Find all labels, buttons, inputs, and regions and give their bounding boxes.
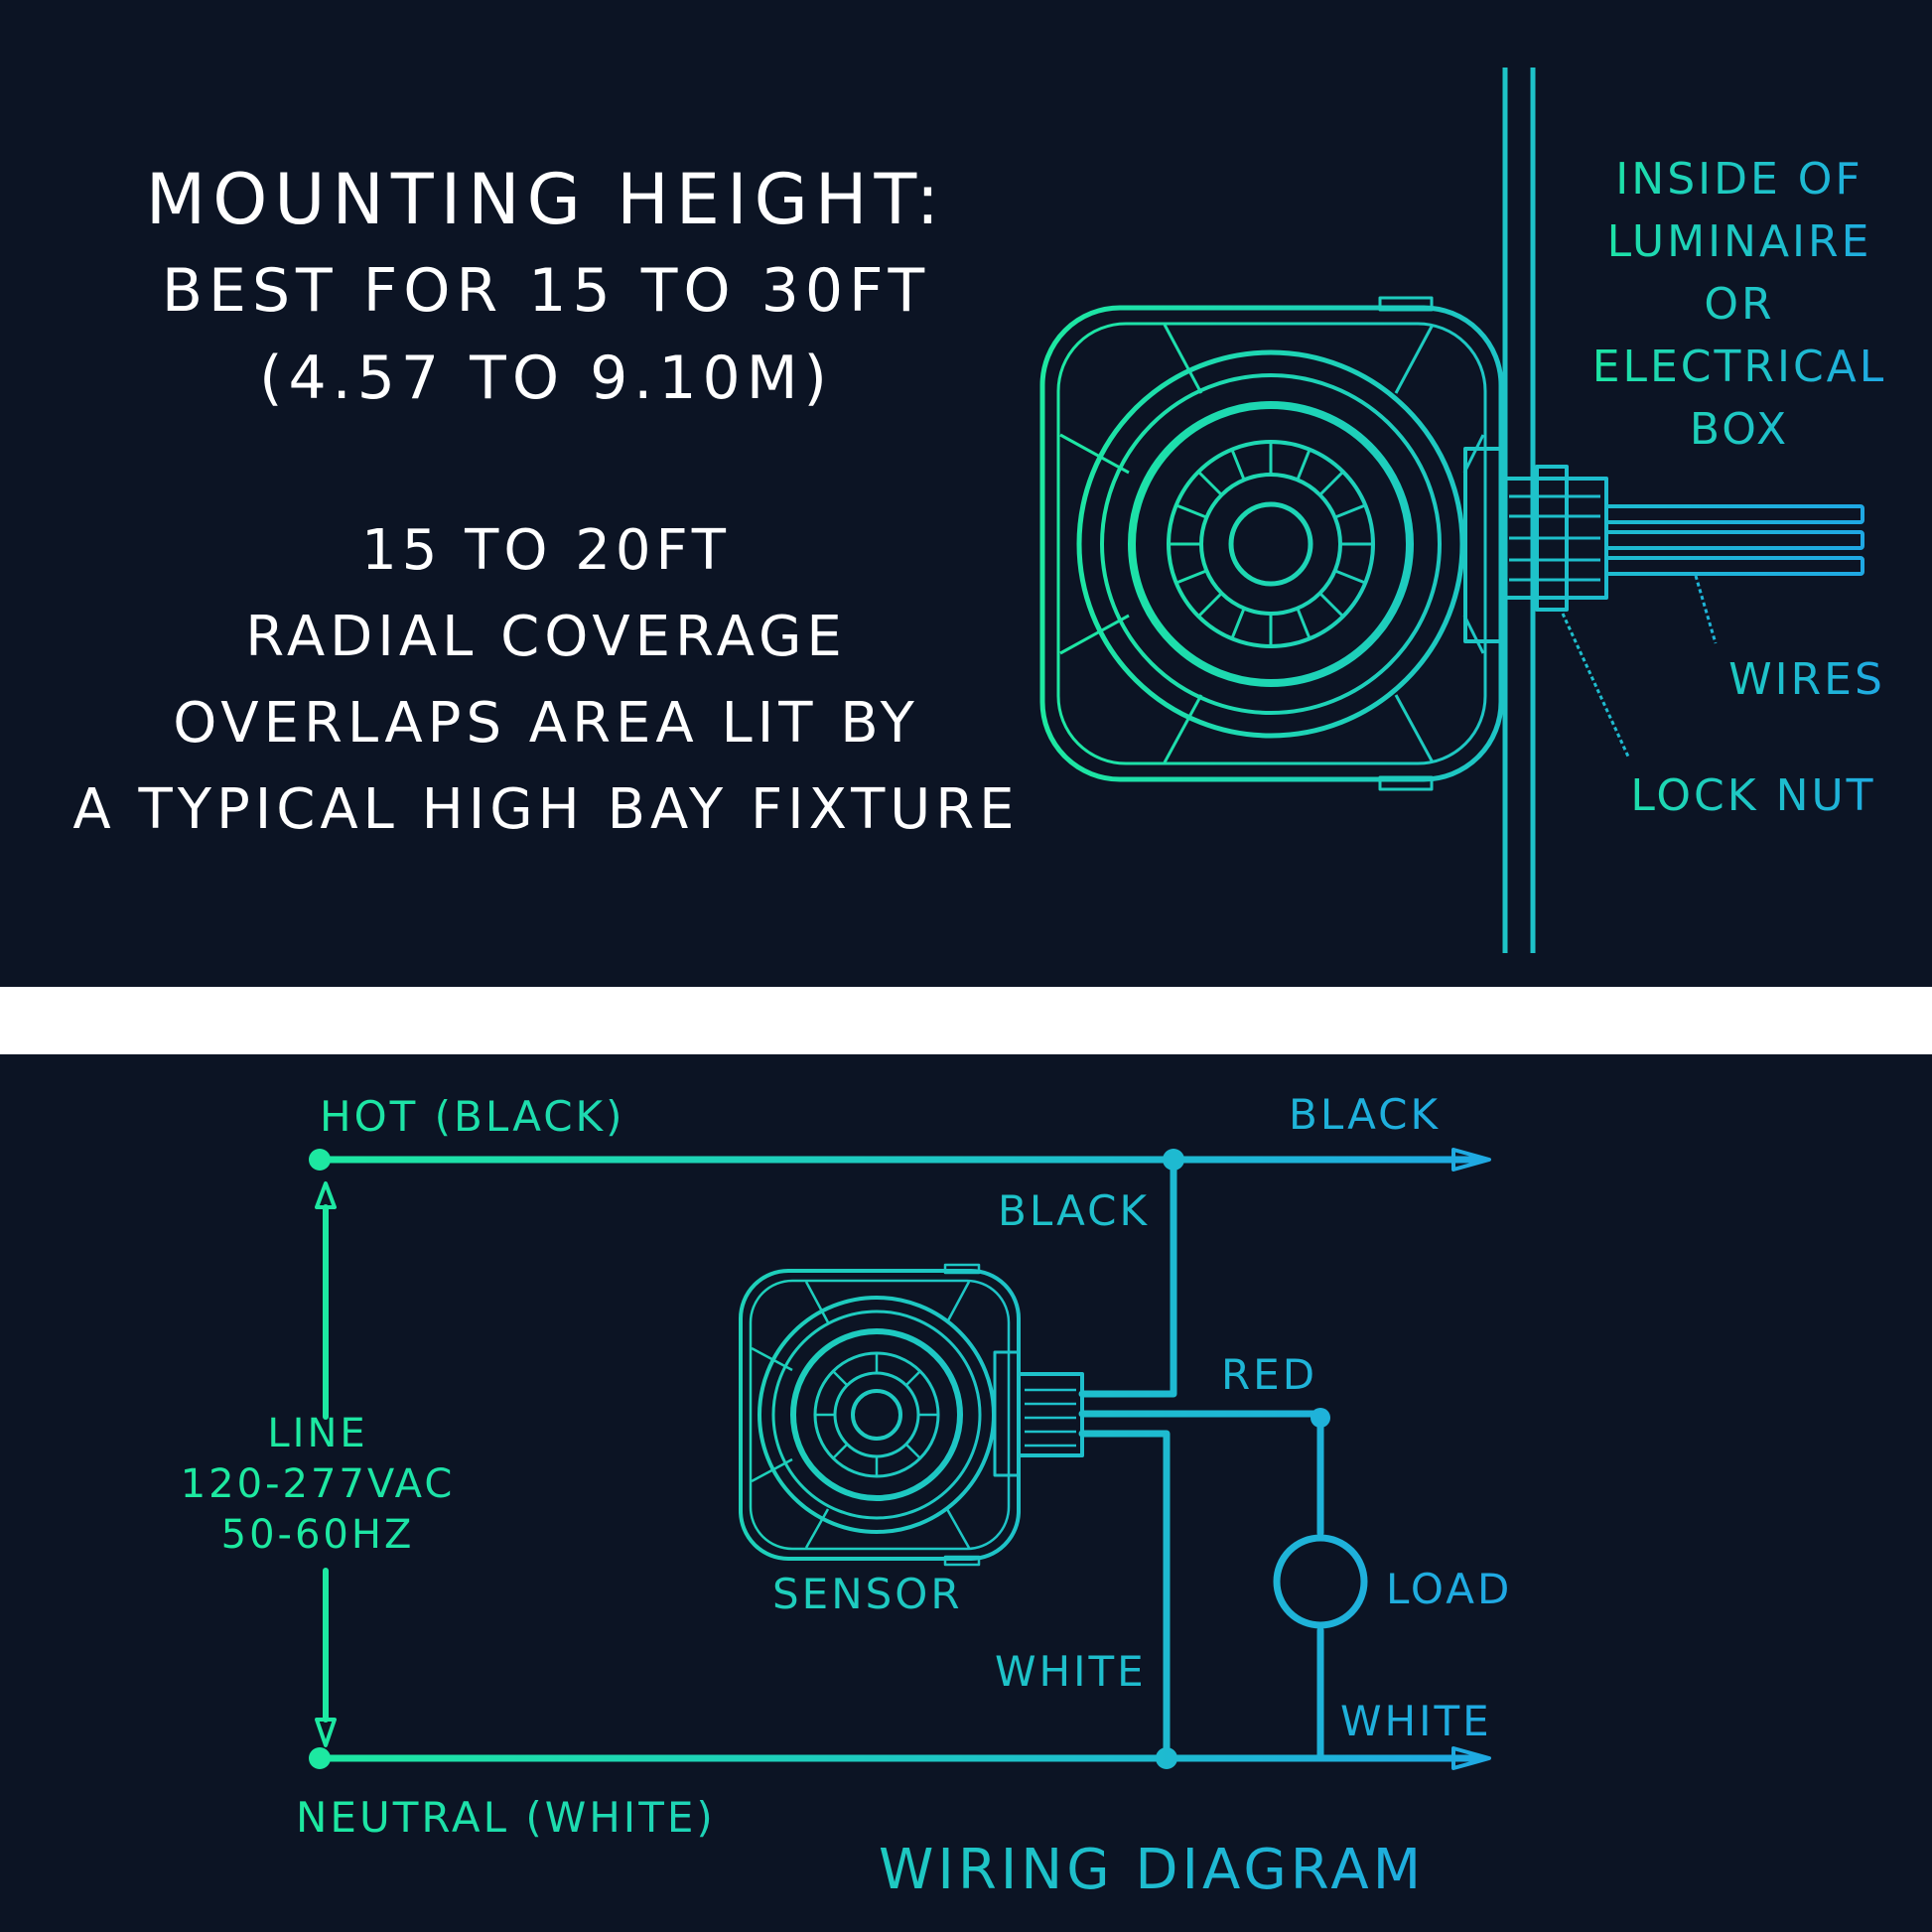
sensor-housing bbox=[1039, 305, 1504, 782]
neutral-junction bbox=[1156, 1747, 1177, 1769]
white-out-arrow bbox=[1451, 1746, 1491, 1770]
inside-label-4: ELECTRICAL bbox=[1592, 342, 1887, 392]
sensor-housing-small bbox=[739, 1269, 1021, 1561]
mounting-diagram: MOUNTING HEIGHT: BEST FOR 15 TO 30FT (4.… bbox=[72, 68, 1887, 953]
coverage-line-1: 15 TO 20FT bbox=[361, 518, 731, 583]
wiring-diagram: HOT (BLACK) NEUTRAL (WHITE) LINE 120-277… bbox=[181, 1090, 1512, 1902]
red-label: RED bbox=[1221, 1350, 1317, 1399]
red-junction bbox=[1311, 1408, 1330, 1428]
white-sensor-label: WHITE bbox=[995, 1647, 1147, 1696]
hot-terminal bbox=[309, 1149, 331, 1171]
lock-nut-label: LOCK NUT bbox=[1630, 770, 1875, 821]
inside-label-1: INSIDE OF bbox=[1615, 154, 1863, 205]
lens-outer-ring bbox=[1076, 349, 1465, 739]
mounting-title: MOUNTING HEIGHT: bbox=[146, 159, 946, 240]
inside-label-3: OR bbox=[1704, 279, 1774, 330]
voltage-label: 120-277VAC bbox=[181, 1461, 456, 1507]
circuit-wires bbox=[316, 1156, 1483, 1762]
wiring-labels: HOT (BLACK) NEUTRAL (WHITE) LINE 120-277… bbox=[181, 1090, 1512, 1902]
black-out-arrow bbox=[1451, 1148, 1491, 1172]
mounting-metric-range: (4.57 TO 9.10M) bbox=[259, 344, 833, 413]
hot-junction bbox=[1163, 1149, 1184, 1171]
mounting-best-range: BEST FOR 15 TO 30FT bbox=[162, 256, 930, 326]
line-label: LINE bbox=[267, 1411, 367, 1456]
sensor-nipple-small bbox=[1017, 1372, 1084, 1457]
coverage-line-2: RADIAL COVERAGE bbox=[245, 605, 847, 669]
sensor-label: SENSOR bbox=[772, 1570, 963, 1618]
sensor-white-wire bbox=[1078, 1430, 1171, 1762]
coverage-line-4: A TYPICAL HIGH BAY FIXTURE bbox=[72, 777, 1019, 842]
white-out-label: WHITE bbox=[1340, 1697, 1492, 1745]
hot-label: HOT (BLACK) bbox=[320, 1092, 624, 1141]
sensor-mounted-drawing bbox=[1039, 68, 1864, 953]
neutral-terminal bbox=[309, 1747, 331, 1769]
wires-label: WIRES bbox=[1728, 654, 1885, 705]
sensor-wires bbox=[1604, 504, 1864, 576]
wiring-diagram-caption: WIRING DIAGRAM bbox=[879, 1838, 1425, 1902]
arrowheads bbox=[315, 1148, 1491, 1770]
load-label: LOAD bbox=[1386, 1565, 1512, 1613]
mounting-panel: MOUNTING HEIGHT: BEST FOR 15 TO 30FT (4.… bbox=[0, 0, 1932, 987]
lock-nut-leader bbox=[1561, 613, 1630, 758]
wiring-panel: HOT (BLACK) NEUTRAL (WHITE) LINE 120-277… bbox=[0, 1054, 1932, 1932]
load-symbol bbox=[1273, 1534, 1368, 1629]
line-arrow-up bbox=[315, 1181, 337, 1209]
wires-leader bbox=[1694, 575, 1718, 644]
mounting-text: MOUNTING HEIGHT: BEST FOR 15 TO 30FT (4.… bbox=[72, 159, 1019, 842]
black-sensor-label: BLACK bbox=[998, 1186, 1150, 1235]
sensor-black-wire bbox=[1078, 1156, 1177, 1398]
inside-label-5: BOX bbox=[1690, 404, 1789, 455]
junction-dots bbox=[309, 1149, 1330, 1769]
coverage-line-3: OVERLAPS AREA LIT BY bbox=[173, 691, 919, 756]
sensor-icon bbox=[739, 1263, 1084, 1567]
line-arrow-down bbox=[315, 1718, 337, 1747]
inside-label-2: LUMINAIRE bbox=[1607, 216, 1872, 267]
neutral-label: NEUTRAL (WHITE) bbox=[296, 1793, 716, 1842]
frequency-label: 50-60HZ bbox=[221, 1512, 415, 1558]
black-out-label: BLACK bbox=[1289, 1090, 1441, 1139]
install-labels: INSIDE OF LUMINAIRE OR ELECTRICAL BOX WI… bbox=[1592, 154, 1887, 821]
